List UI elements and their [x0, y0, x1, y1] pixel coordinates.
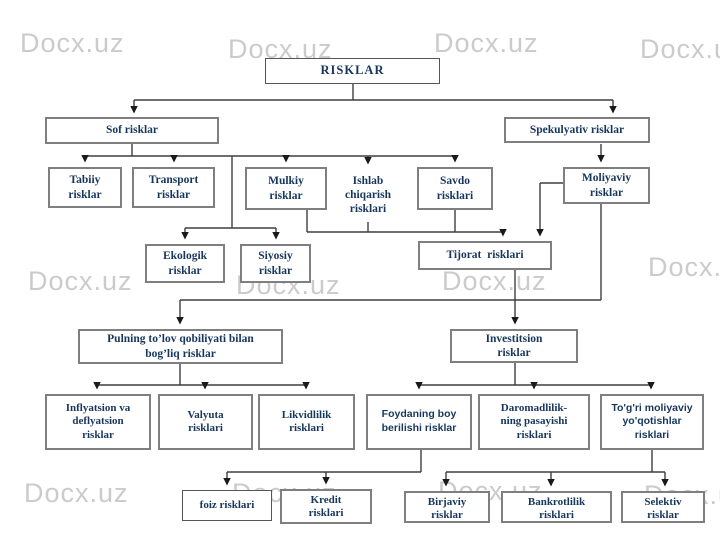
- node-transport-risklar: Transport risklar: [132, 167, 215, 208]
- watermark: Docx.uz: [28, 266, 133, 296]
- node-likvidlilik-risklari: Likvidlilik risklari: [258, 394, 355, 450]
- watermark: Docx.uz: [648, 252, 720, 282]
- node-daromadlilik-pasayishi-risklari: Daromadlilik- ning pasayishi risklari: [478, 394, 590, 450]
- node-moliyaviy-risklar: Moliyaviy risklar: [563, 167, 650, 204]
- node-savdo-risklari: Savdo risklari: [417, 167, 493, 210]
- node-ishlab-chiqarish-risklari: Ishlab chiqarish risklari: [344, 174, 391, 215]
- node-investitsion-risklar: Investitsion risklar: [450, 329, 578, 363]
- node-mulkiy-risklar: Mulkiy risklar: [245, 167, 327, 210]
- watermark: Docx.uz: [434, 28, 539, 58]
- node-tijorat-risklari: Tijorat risklari: [418, 241, 552, 270]
- node-risklar: RISKLAR: [265, 58, 440, 84]
- node-birjaviy-risklar: Birjaviy risklar: [404, 491, 490, 523]
- node-foydaning-boy-berilishi-risklar: Foydaning boy berilishi risklar: [366, 394, 472, 450]
- node-siyosiy-risklar: Siyosiy risklar: [240, 244, 311, 283]
- watermark: Docx.uz: [20, 28, 125, 58]
- watermark: Docx.uz: [24, 478, 129, 508]
- node-togri-moliyaviy-yoqotishlar-risklari: To'g'ri moliyaviy yo'qotishlar risklari: [600, 394, 704, 450]
- node-ekologik-risklar: Ekologik risklar: [145, 244, 225, 283]
- node-spekulyativ-risklar: Spekulyativ risklar: [504, 117, 650, 143]
- node-sof-risklar: Sof risklar: [45, 117, 219, 144]
- node-inflyatsion-deflyatsion-risklar: Inflyatsion va deflyatsion risklar: [45, 394, 151, 450]
- node-kredit-risklari: Kredit risklari: [280, 489, 372, 524]
- node-selektiv-risklar: Selektiv risklar: [621, 491, 705, 523]
- node-valyuta-risklari: Valyuta risklari: [158, 394, 253, 450]
- node-pulning-tolov-qobiliyati-risklar: Pulning to’lov qobiliyati bilan bog’liq …: [78, 329, 283, 364]
- node-tabiiy-risklar: Tabiiy risklar: [48, 167, 122, 208]
- node-bankrotlilik-risklari: Bankrotlilik risklari: [501, 491, 612, 523]
- watermark: Docx.uz: [640, 34, 720, 64]
- node-foiz-risklari: foiz risklari: [182, 490, 272, 521]
- watermark: Docx.uz: [442, 266, 547, 296]
